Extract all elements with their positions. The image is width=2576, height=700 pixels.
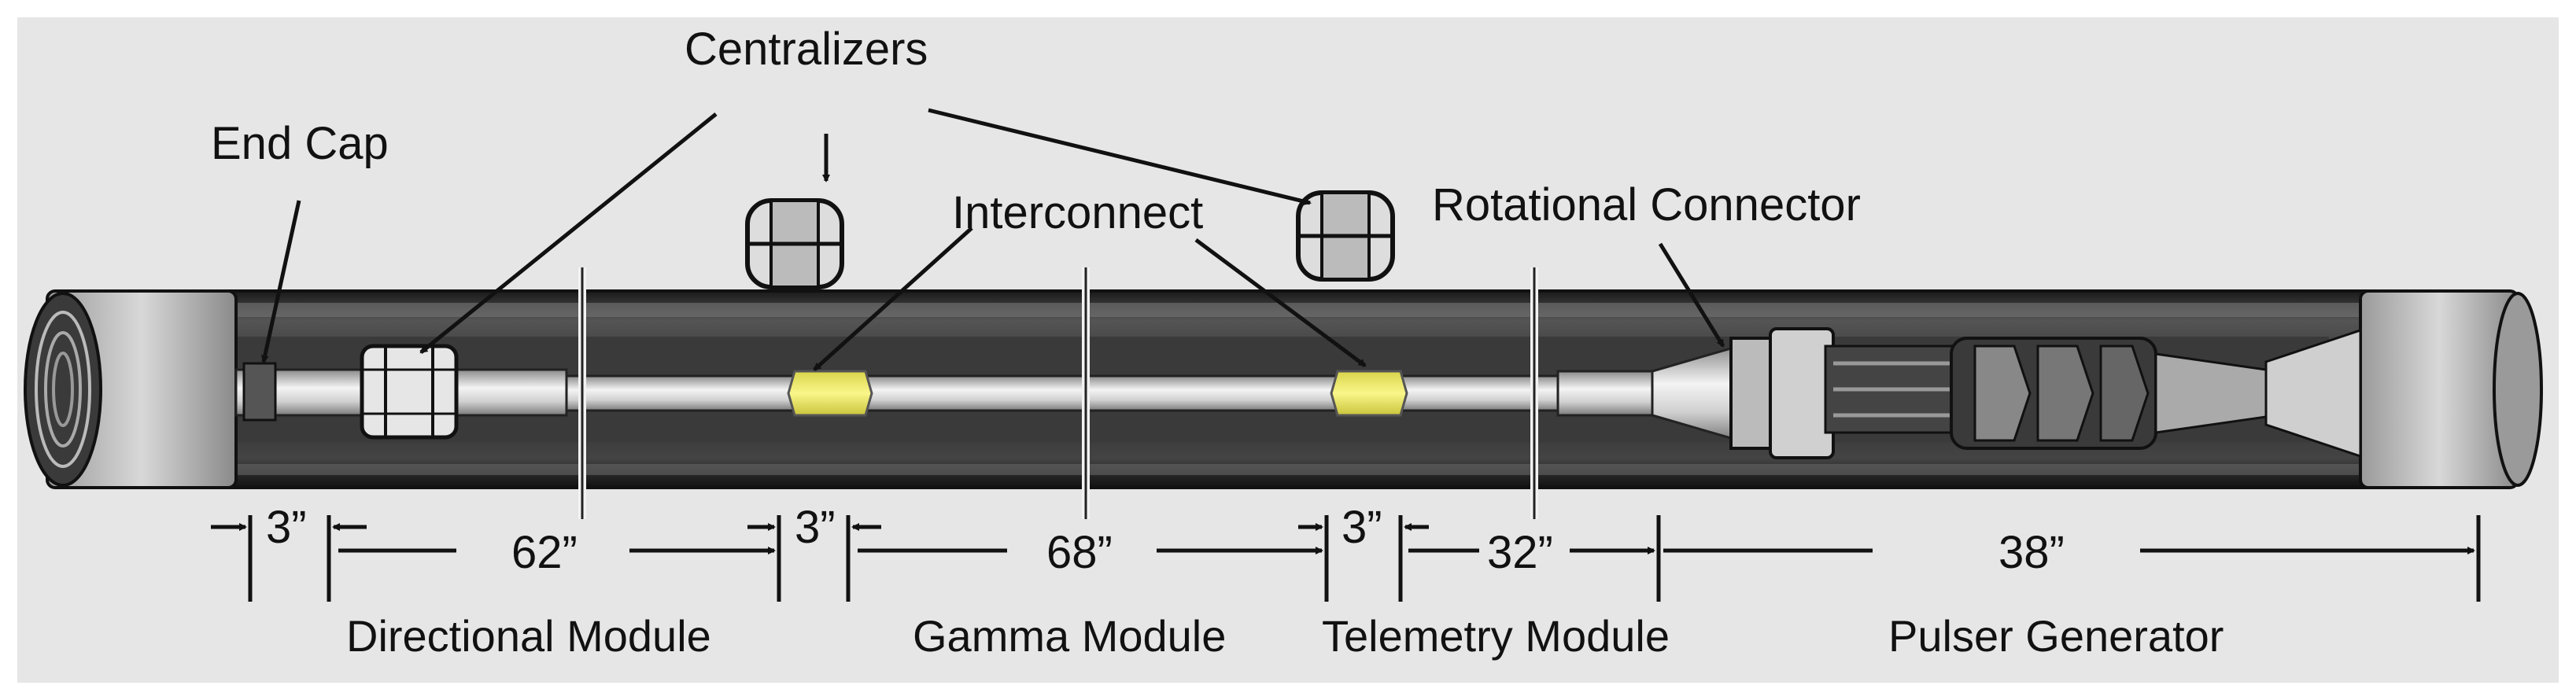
pulser-assembly [1950,328,2362,459]
telemetry-module-label: Telemetry Module [1322,611,1670,661]
dim-pulser-38in: 38” [1998,527,2065,578]
centralizer-icon-2 [1296,190,1395,282]
interconnect-2 [1330,370,1408,417]
dim-gap1-3in: 3” [795,502,836,553]
centralizer-icon-1 [745,198,844,289]
dimension-arrows [211,523,2475,554]
centralizer-on-rod [360,344,459,440]
dim-gap2-3in: 3” [1342,502,1382,553]
dimension-ticks [248,515,2481,602]
end-cap-left [24,289,238,489]
interconnect-1 [787,370,873,417]
gamma-module-label: Gamma Module [913,611,1226,661]
end-cap-label: End Cap [211,118,389,169]
interconnect-label: Interconnect [952,187,1203,238]
pulser-generator-label: Pulser Generator [1888,611,2224,661]
dim-gamma-68in: 68” [1046,527,1113,578]
end-cap-right [2359,289,2543,489]
rotational-connector-label: Rotational Connector [1432,179,1861,230]
inner-end-cap [242,362,277,422]
centralizers-label: Centralizers [685,24,928,75]
leader-lines [260,108,1725,371]
separator-rings [578,267,1538,519]
dim-endcap-3in: 3” [266,502,307,553]
dim-directional-62in: 62” [511,527,578,578]
directional-module-label: Directional Module [346,611,711,661]
dim-telemetry-32in: 32” [1487,527,1553,578]
